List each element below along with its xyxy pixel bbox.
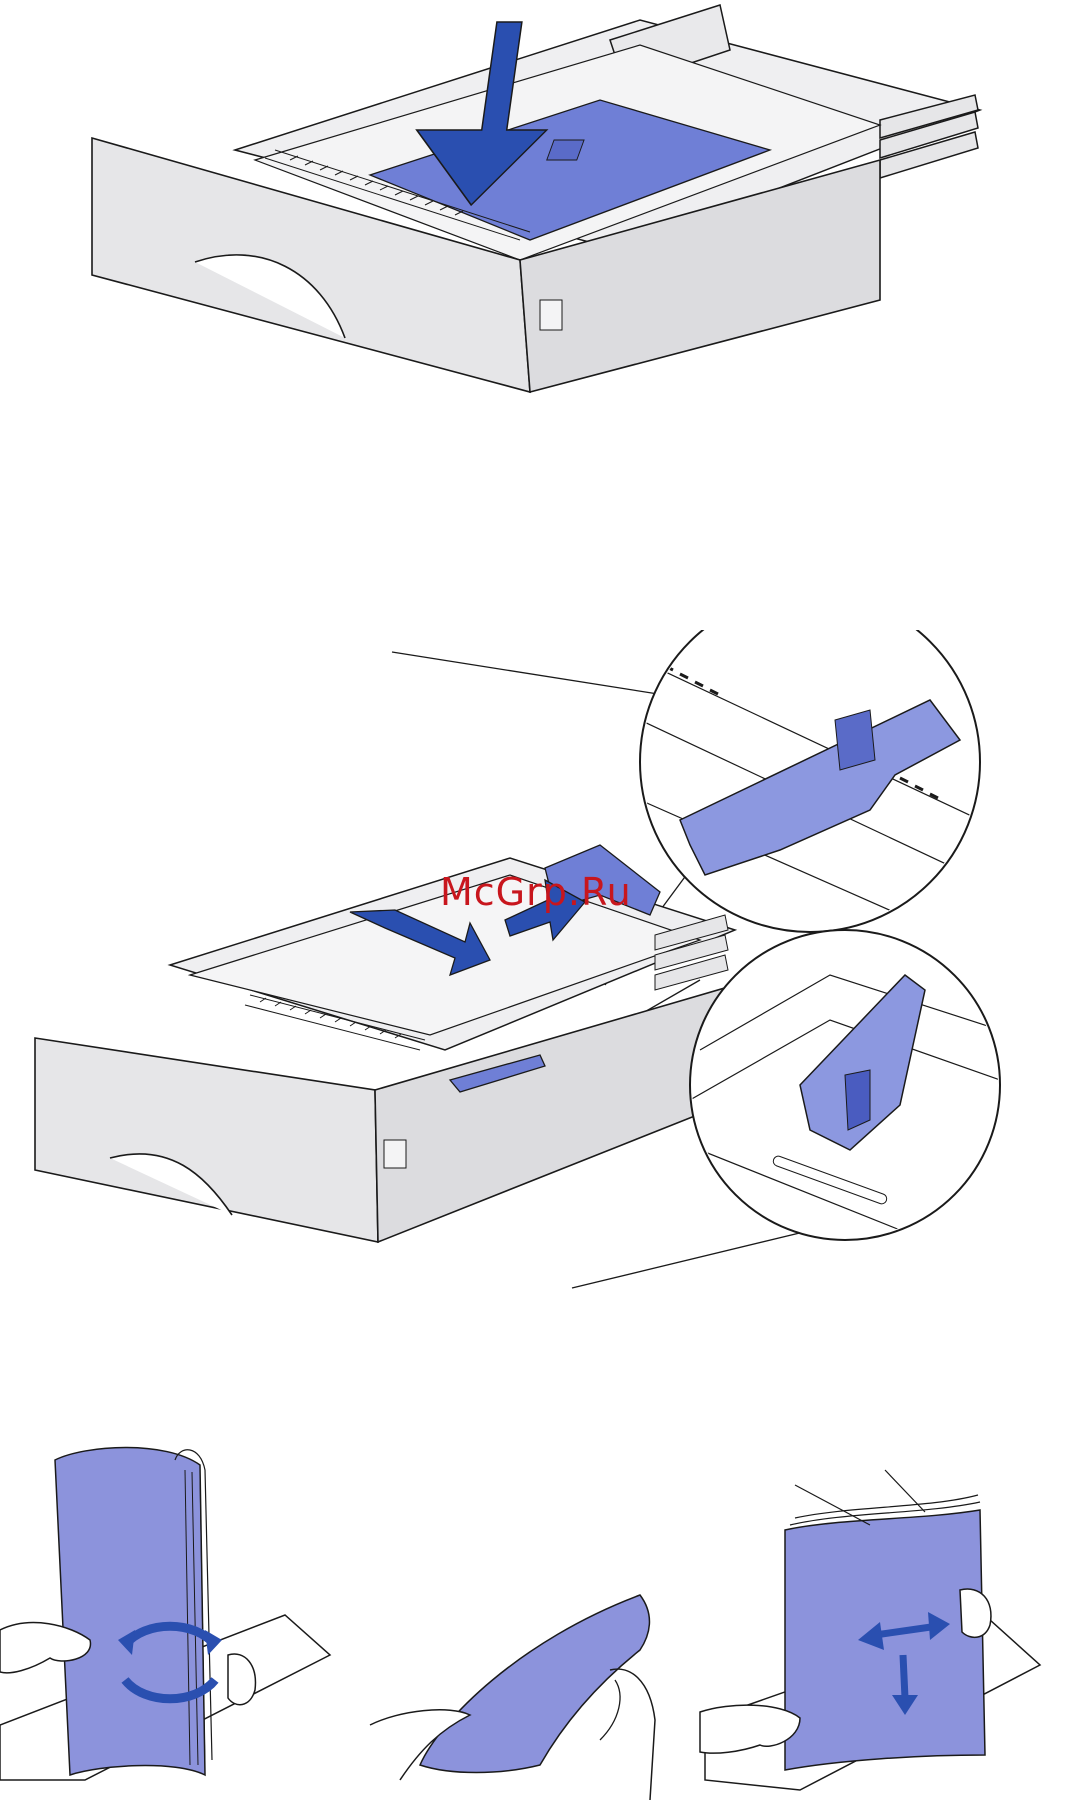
flex-paper-illustration bbox=[0, 1440, 1079, 1802]
watermark-text: McGrp.Ru bbox=[440, 870, 632, 914]
tray-press-plate-illustration bbox=[0, 0, 1079, 410]
tray-guides-illustration bbox=[0, 630, 1079, 1370]
